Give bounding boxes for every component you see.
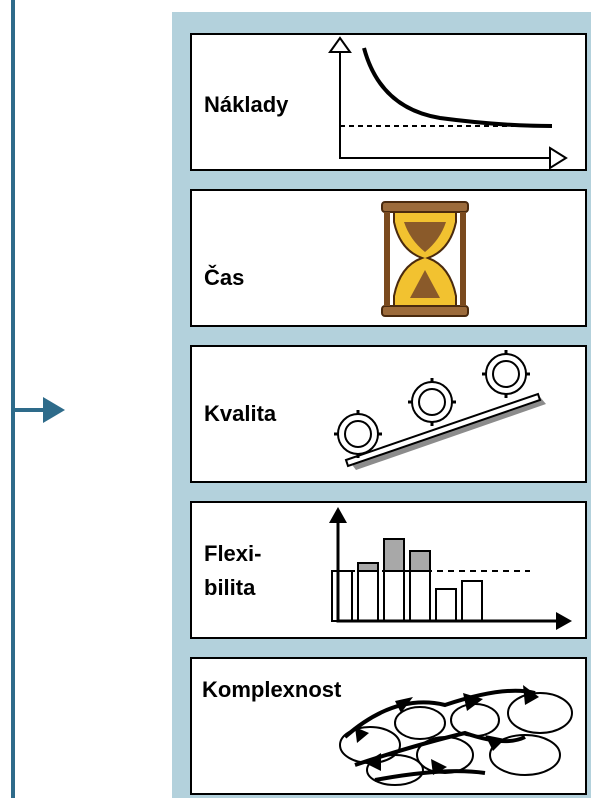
card-label-komplexnost: Komplexnost bbox=[202, 677, 342, 702]
card-label-flexibilita-1: Flexi- bbox=[204, 541, 262, 566]
gear-ramp-icon bbox=[334, 350, 546, 470]
card-komplexnost: Komplexnost bbox=[190, 657, 587, 795]
card-label-cas: Čas bbox=[204, 265, 245, 290]
arrow-right-icon bbox=[15, 397, 65, 423]
hourglass-icon bbox=[381, 201, 469, 317]
card-label-kvalita: Kvalita bbox=[204, 401, 277, 426]
card-label-flexibilita-2: bilita bbox=[204, 575, 256, 600]
card-label-naklady: Náklady bbox=[204, 92, 289, 117]
bar-flex-icon bbox=[329, 507, 572, 630]
timeline-line bbox=[11, 0, 15, 798]
cost-curve-icon bbox=[328, 36, 568, 170]
card-naklady: Náklady bbox=[190, 33, 587, 171]
tangled-loops-icon bbox=[339, 685, 573, 786]
